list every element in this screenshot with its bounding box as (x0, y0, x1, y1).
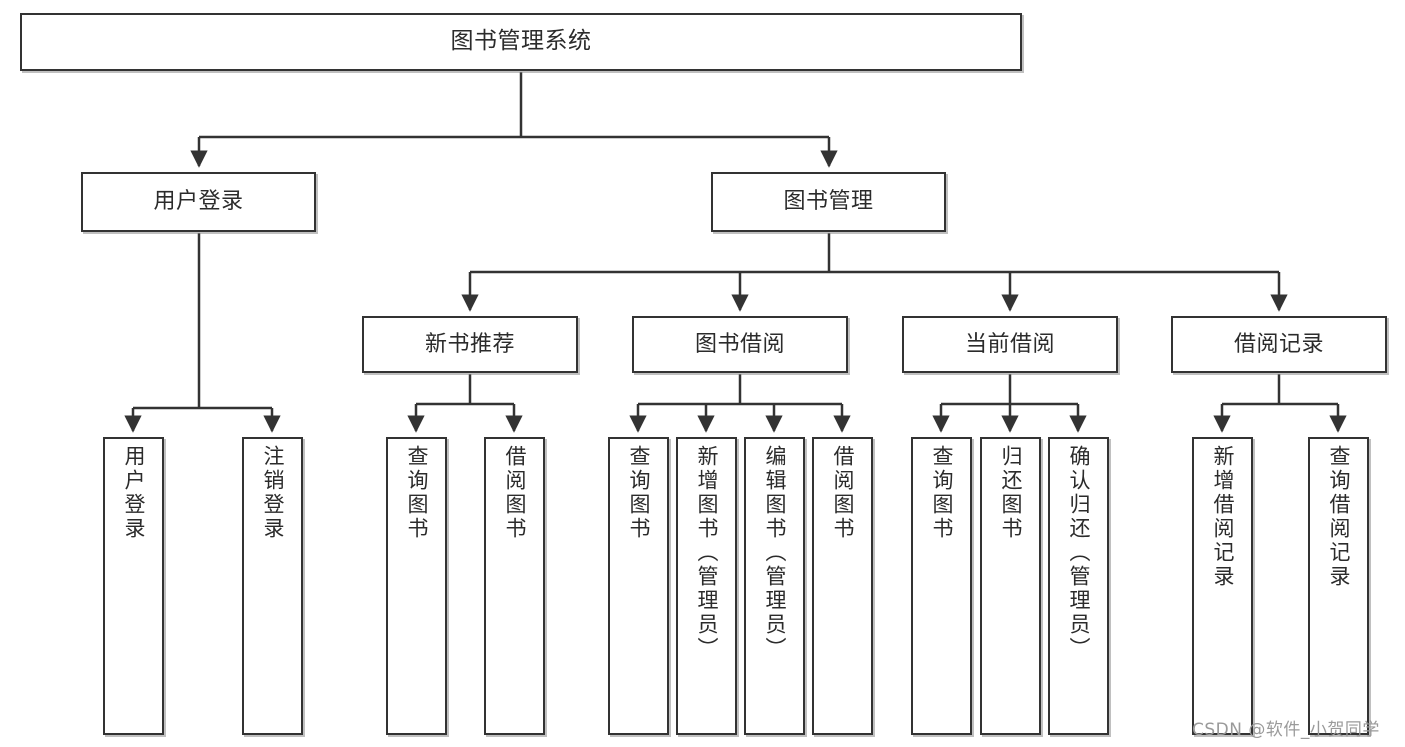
node-book-borrow[interactable]: 图书借阅 (632, 316, 848, 373)
node-book-management-label: 图书管理 (783, 189, 874, 215)
node-leaf-borrow-book[interactable]: 借阅图书 (812, 437, 873, 735)
node-leaf-query-book-newbook[interactable]: 查询图书 (386, 437, 447, 735)
node-leaf-confirm-return-admin[interactable]: 确认归还（管理员） (1048, 437, 1109, 735)
node-current-borrow[interactable]: 当前借阅 (902, 316, 1118, 373)
node-leaf-borrow-book-label: 借阅图书 (831, 445, 855, 541)
node-root[interactable]: 图书管理系统 (20, 13, 1022, 71)
node-leaf-logout-label: 注销登录 (261, 445, 285, 541)
node-current-borrow-label: 当前借阅 (964, 331, 1055, 357)
node-leaf-user-login-label: 用户登录 (122, 445, 146, 541)
watermark-text: CSDN @软件_小贺同学 (1192, 720, 1380, 740)
node-new-book-recommend[interactable]: 新书推荐 (362, 316, 578, 373)
node-leaf-add-book-admin-label: 新增图书（管理员） (695, 445, 719, 661)
node-user-login[interactable]: 用户登录 (81, 172, 316, 232)
node-leaf-edit-book-admin[interactable]: 编辑图书（管理员） (744, 437, 805, 735)
node-leaf-query-book-current-label: 查询图书 (930, 445, 954, 541)
node-leaf-borrow-book-newbook-label: 借阅图书 (503, 445, 527, 541)
node-new-book-recommend-label: 新书推荐 (424, 331, 515, 357)
node-leaf-query-book-borrow[interactable]: 查询图书 (608, 437, 669, 735)
node-leaf-return-book[interactable]: 归还图书 (980, 437, 1041, 735)
node-leaf-return-book-label: 归还图书 (999, 445, 1023, 541)
node-book-management[interactable]: 图书管理 (711, 172, 946, 232)
node-book-borrow-label: 图书借阅 (694, 331, 785, 357)
node-leaf-add-borrow-record-label: 新增借阅记录 (1211, 445, 1235, 589)
node-root-label: 图书管理系统 (450, 28, 592, 55)
node-leaf-logout[interactable]: 注销登录 (242, 437, 303, 735)
node-borrow-record[interactable]: 借阅记录 (1171, 316, 1387, 373)
node-leaf-user-login[interactable]: 用户登录 (103, 437, 164, 735)
node-leaf-query-borrow-record-label: 查询借阅记录 (1327, 445, 1351, 589)
node-user-login-label: 用户登录 (153, 189, 244, 215)
node-leaf-borrow-book-newbook[interactable]: 借阅图书 (484, 437, 545, 735)
node-leaf-edit-book-admin-label: 编辑图书（管理员） (763, 445, 787, 661)
node-leaf-confirm-return-admin-label: 确认归还（管理员） (1067, 445, 1091, 661)
node-borrow-record-label: 借阅记录 (1233, 331, 1324, 357)
node-leaf-add-borrow-record[interactable]: 新增借阅记录 (1192, 437, 1253, 735)
node-leaf-query-book-newbook-label: 查询图书 (405, 445, 429, 541)
node-leaf-query-borrow-record[interactable]: 查询借阅记录 (1308, 437, 1369, 735)
node-leaf-add-book-admin[interactable]: 新增图书（管理员） (676, 437, 737, 735)
node-leaf-query-book-current[interactable]: 查询图书 (911, 437, 972, 735)
node-leaf-query-book-borrow-label: 查询图书 (627, 445, 651, 541)
